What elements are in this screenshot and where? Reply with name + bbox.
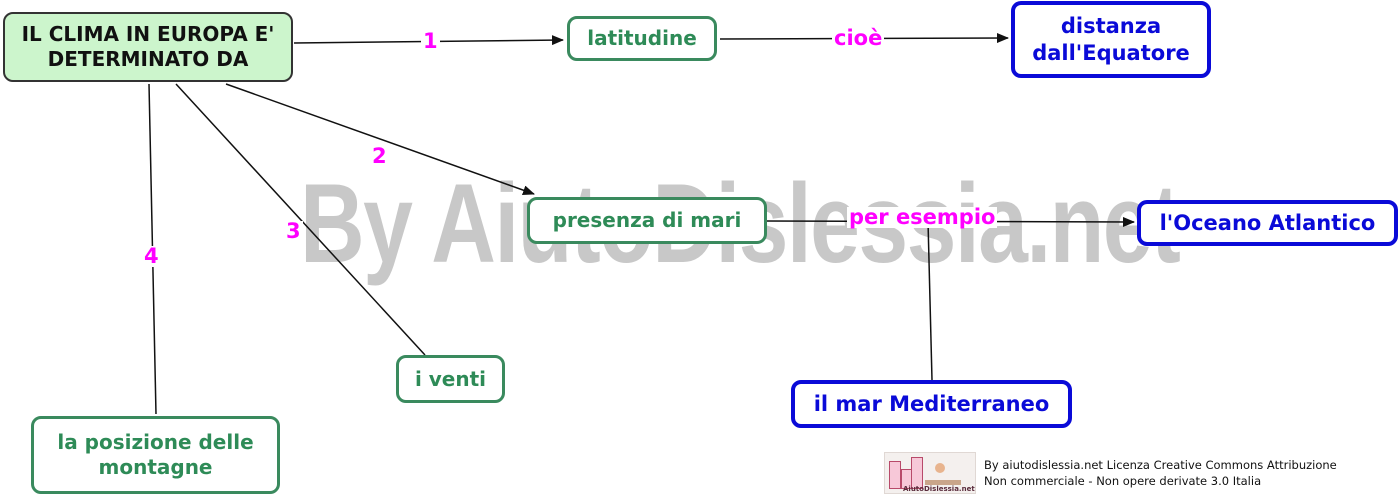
logo-text: AiutoDislessia.net <box>903 485 975 493</box>
link-label-1: 1 <box>421 29 440 53</box>
edge-root-mari <box>225 83 535 196</box>
node-venti: i venti <box>396 355 505 403</box>
link-label-2: 2 <box>370 144 389 168</box>
link-label-per-esempio: per esempio <box>847 205 998 229</box>
node-presenza-di-mari: presenza di mari <box>527 197 767 244</box>
link-label-4: 4 <box>142 244 161 268</box>
node-distanza: distanza dall'Equatore <box>1011 1 1211 78</box>
footer-license: AiutoDislessia.net By aiutodislessia.net… <box>884 451 1396 495</box>
node-root: IL CLIMA IN EUROPA E' DETERMINATO DA <box>3 12 293 82</box>
edge-root-venti <box>175 83 426 356</box>
node-oceano-atlantico: l'Oceano Atlantico <box>1137 200 1398 246</box>
link-label-3: 3 <box>284 219 303 243</box>
license-line-2: Non commerciale - Non opere derivate 3.0… <box>984 474 1262 488</box>
site-logo: AiutoDislessia.net <box>884 452 976 494</box>
node-latitudine: latitudine <box>567 16 717 61</box>
license-line-1: By aiutodislessia.net Licenza Creative C… <box>984 457 1337 472</box>
node-montagne: la posizione delle montagne <box>31 416 280 494</box>
edge-mari-mediterraneo <box>927 220 933 381</box>
link-label-cioe: cioè <box>832 26 885 50</box>
node-mar-mediterraneo: il mar Mediterraneo <box>791 380 1072 428</box>
